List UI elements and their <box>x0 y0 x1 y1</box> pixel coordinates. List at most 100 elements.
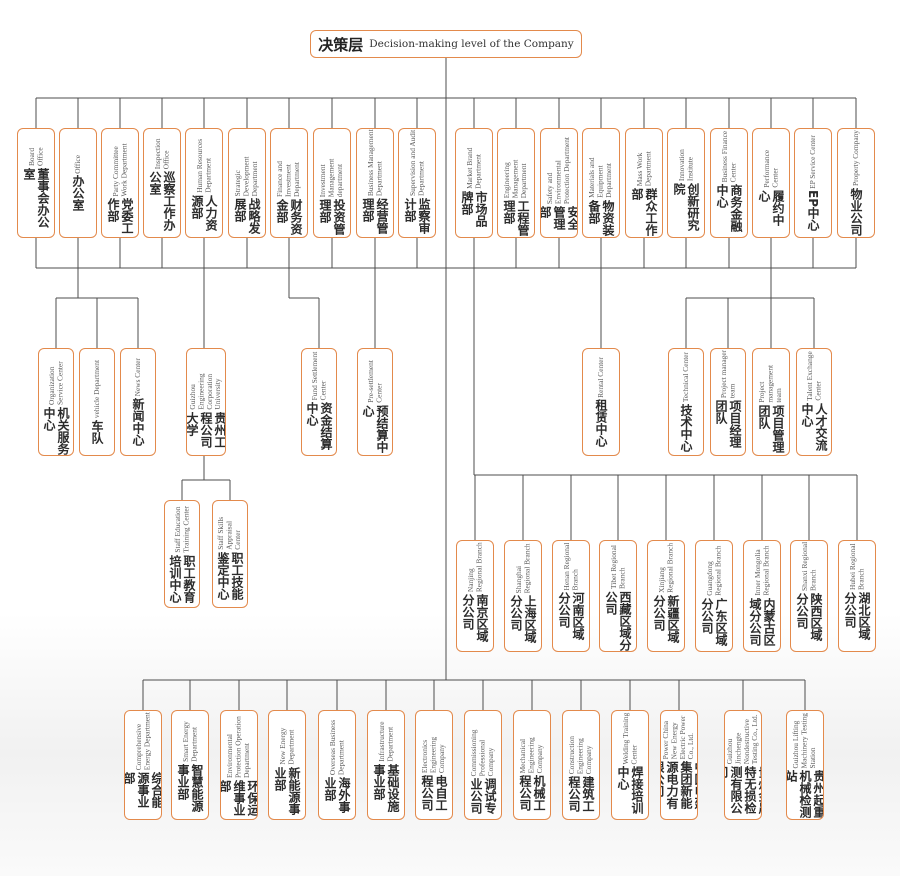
sub-unit-box-zh: 人才交流中心 <box>800 402 828 451</box>
regional-branch-box-en: Shanghai Regional Branch <box>513 543 531 594</box>
business-unit-box-en: New Energy Department <box>277 727 295 765</box>
department-box-zh: 工程管理部 <box>502 200 530 237</box>
department-box-en: Engineering Management Department <box>502 159 529 199</box>
sub-unit-box-en: Guizhou Engineering Corporation Universi… <box>188 373 223 410</box>
business-unit-box-zh: 机械工程公司 <box>518 775 546 812</box>
department-box-zh: 物资装备部 <box>587 199 615 236</box>
business-unit-box-zh: 电自工程公司 <box>420 775 448 812</box>
department-box-en: Market Brand Department <box>464 147 482 189</box>
business-unit-box: 贵州金晟特无损检测有限公司Guizhou Jinchengte Nondestr… <box>724 710 762 820</box>
decision-level-en: Decision-making level of the Company <box>369 38 574 50</box>
regional-branch-box-zh: 广东区域分公司 <box>700 597 728 646</box>
business-unit-box-zh: 焊接培训中心 <box>616 766 644 815</box>
department-box-en: Finance and Investment Department <box>275 161 302 197</box>
regional-branch-box-zh: 西藏区域分公司 <box>604 590 632 651</box>
department-box-en: Business Management Department <box>365 129 383 197</box>
business-unit-box-zh: 海外事业部 <box>323 777 351 814</box>
department-box-en: Supervision and Audit Department <box>407 129 425 196</box>
regional-branch-box-zh: 湖北区域分公司 <box>843 592 871 641</box>
sub-unit-box-zh: 预结算中心 <box>361 404 389 453</box>
business-unit-box-en: Infrastructure Department <box>376 721 394 762</box>
sub-unit-box-zh: 新闻中心 <box>131 398 145 447</box>
sub-unit-box-zh: 技术中心 <box>679 404 693 453</box>
department-box-zh: 投资管理部 <box>318 199 346 236</box>
department-box-en: Business Finance Center <box>719 130 737 183</box>
sub-unit-box-zh: 贵州工程公司大学 <box>186 411 226 448</box>
sub-unit-box-en: Project manager team <box>718 349 736 399</box>
regional-branch-box-en: Shanxi Regional Branch <box>799 541 817 591</box>
sub-unit-box-en: Project management team <box>757 364 784 403</box>
regional-branch-box-en: Guangdong Regional Branch <box>704 545 722 596</box>
regional-branch-box-zh: 陕西区域分公司 <box>795 592 823 641</box>
sub-unit-box-zh: 职工教育培训中心 <box>168 554 196 603</box>
department-box-en: Board Office <box>26 147 44 167</box>
department-box-en: Mass Work Department <box>634 151 652 187</box>
sub-unit-box-en: Staff Skills Appraisal Center <box>216 516 243 550</box>
sub-unit-box-en: Technical Center <box>680 351 690 403</box>
department-box-zh: 群众工作部 <box>630 188 658 237</box>
department-box-zh: 人力资源部 <box>190 194 218 231</box>
department-box-zh: 创新研究院 <box>672 183 700 232</box>
regional-branch-box-zh: 南京区域分公司 <box>461 594 489 643</box>
business-unit-box-en: Welding Training Center <box>620 712 638 765</box>
sub-unit-box-zh: 机关服务中心 <box>42 407 70 455</box>
business-unit-box-zh: 调试专业公司 <box>469 778 497 815</box>
business-unit-box-en: Guizhou Jinchengte Nondestructive Testin… <box>725 714 760 765</box>
business-unit-box-en: Overseas Business Department <box>327 719 345 776</box>
regional-branch-box-zh: 新疆区域分公司 <box>652 594 680 643</box>
sub-unit-box-en: Fund Settlement Center <box>309 351 327 401</box>
department-box-en: EP Service Center <box>807 134 817 189</box>
department-box-en: Strategic Development Department <box>233 156 260 197</box>
decision-level-box: 决策层 Decision-making level of the Company <box>310 30 582 58</box>
business-unit-box-zh: 贵州金晟特无损检测有限公司 <box>725 766 761 815</box>
business-unit-box-en: Environmental Protection Operation Depar… <box>225 716 252 778</box>
department-box-zh: 物业公司 <box>849 188 863 237</box>
department-box-en: Innovation Institute <box>676 149 694 182</box>
regional-branch-box-en: Tibet Regional Branch <box>608 545 626 589</box>
department-box-en: Investment Management department <box>318 158 345 198</box>
department-box-en: Office <box>72 154 82 174</box>
department-box-zh: 履约中心 <box>757 189 785 226</box>
department-box-zh: 办公室 <box>71 175 85 212</box>
department-box-zh: 财务资金部 <box>275 199 303 235</box>
department-box-en: Materials and Equipment Department <box>587 157 614 198</box>
business-unit-box-en: Commissioning Professional Company <box>469 729 496 777</box>
sub-unit-box-zh: 项目经理团队 <box>714 400 742 449</box>
business-unit-box-zh: 综合能源事业部 <box>124 772 162 809</box>
regional-branch-box-zh: 河南区域分公司 <box>557 592 585 641</box>
sub-unit-box-en: News Center <box>132 357 142 397</box>
sub-unit-box-en: Staff Education Training Center <box>172 505 190 553</box>
